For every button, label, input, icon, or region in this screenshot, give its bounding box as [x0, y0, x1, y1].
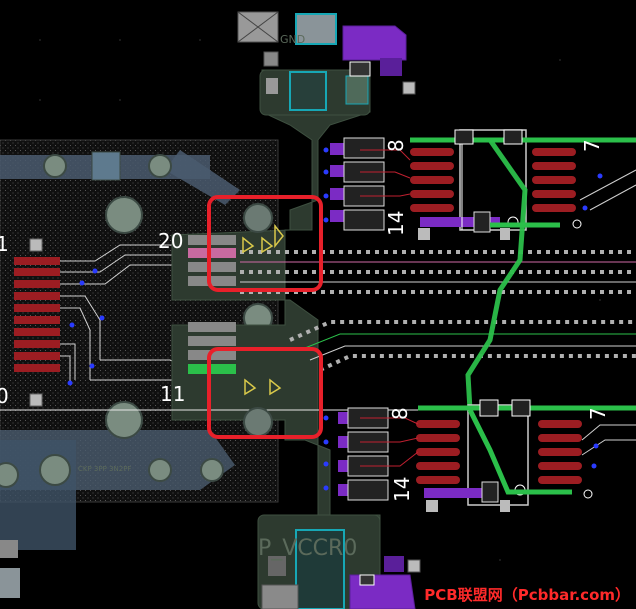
- via-pair-highlight-top[interactable]: [207, 195, 323, 292]
- square-pad: [91, 151, 121, 181]
- ic-top-label-14: 14: [384, 210, 408, 236]
- small-vias-right: [323, 147, 603, 491]
- connector-pins-left: [14, 257, 60, 372]
- silkscreen-small: CKP 3PP 3N2PF: [78, 465, 132, 473]
- ic-bottom-label-8: 8: [388, 407, 412, 420]
- bus-traces: [0, 250, 636, 411]
- red-traces: [360, 149, 419, 467]
- watermark: PCB联盟网（Pcbbar.com）: [424, 586, 630, 604]
- bottom-component-group: [0, 529, 421, 609]
- ic-top-label-7: 7: [580, 139, 604, 152]
- via-pair-highlight-bottom[interactable]: [207, 347, 323, 439]
- ic-bottom-label-7: 7: [586, 407, 610, 420]
- center-pads: [188, 235, 236, 374]
- top-component-group: [237, 11, 416, 111]
- pin-label-1: 1: [0, 232, 9, 256]
- silkscreen-gnd: GND: [280, 33, 306, 46]
- ic-top-label-8: 8: [384, 139, 408, 152]
- pin-label-0: 0: [0, 384, 9, 408]
- ic-bottom-right: [338, 399, 636, 512]
- gray-boxes-left: [29, 238, 43, 407]
- pin-label-20: 20: [158, 229, 184, 253]
- highlight-vias: [242, 203, 284, 437]
- silkscreen-vccr: P_VCCR0: [258, 536, 358, 561]
- pin-label-11: 11: [160, 382, 186, 406]
- connector-vias: [0, 154, 273, 488]
- background-grid: [39, 39, 601, 561]
- ic-bottom-label-14: 14: [390, 476, 414, 502]
